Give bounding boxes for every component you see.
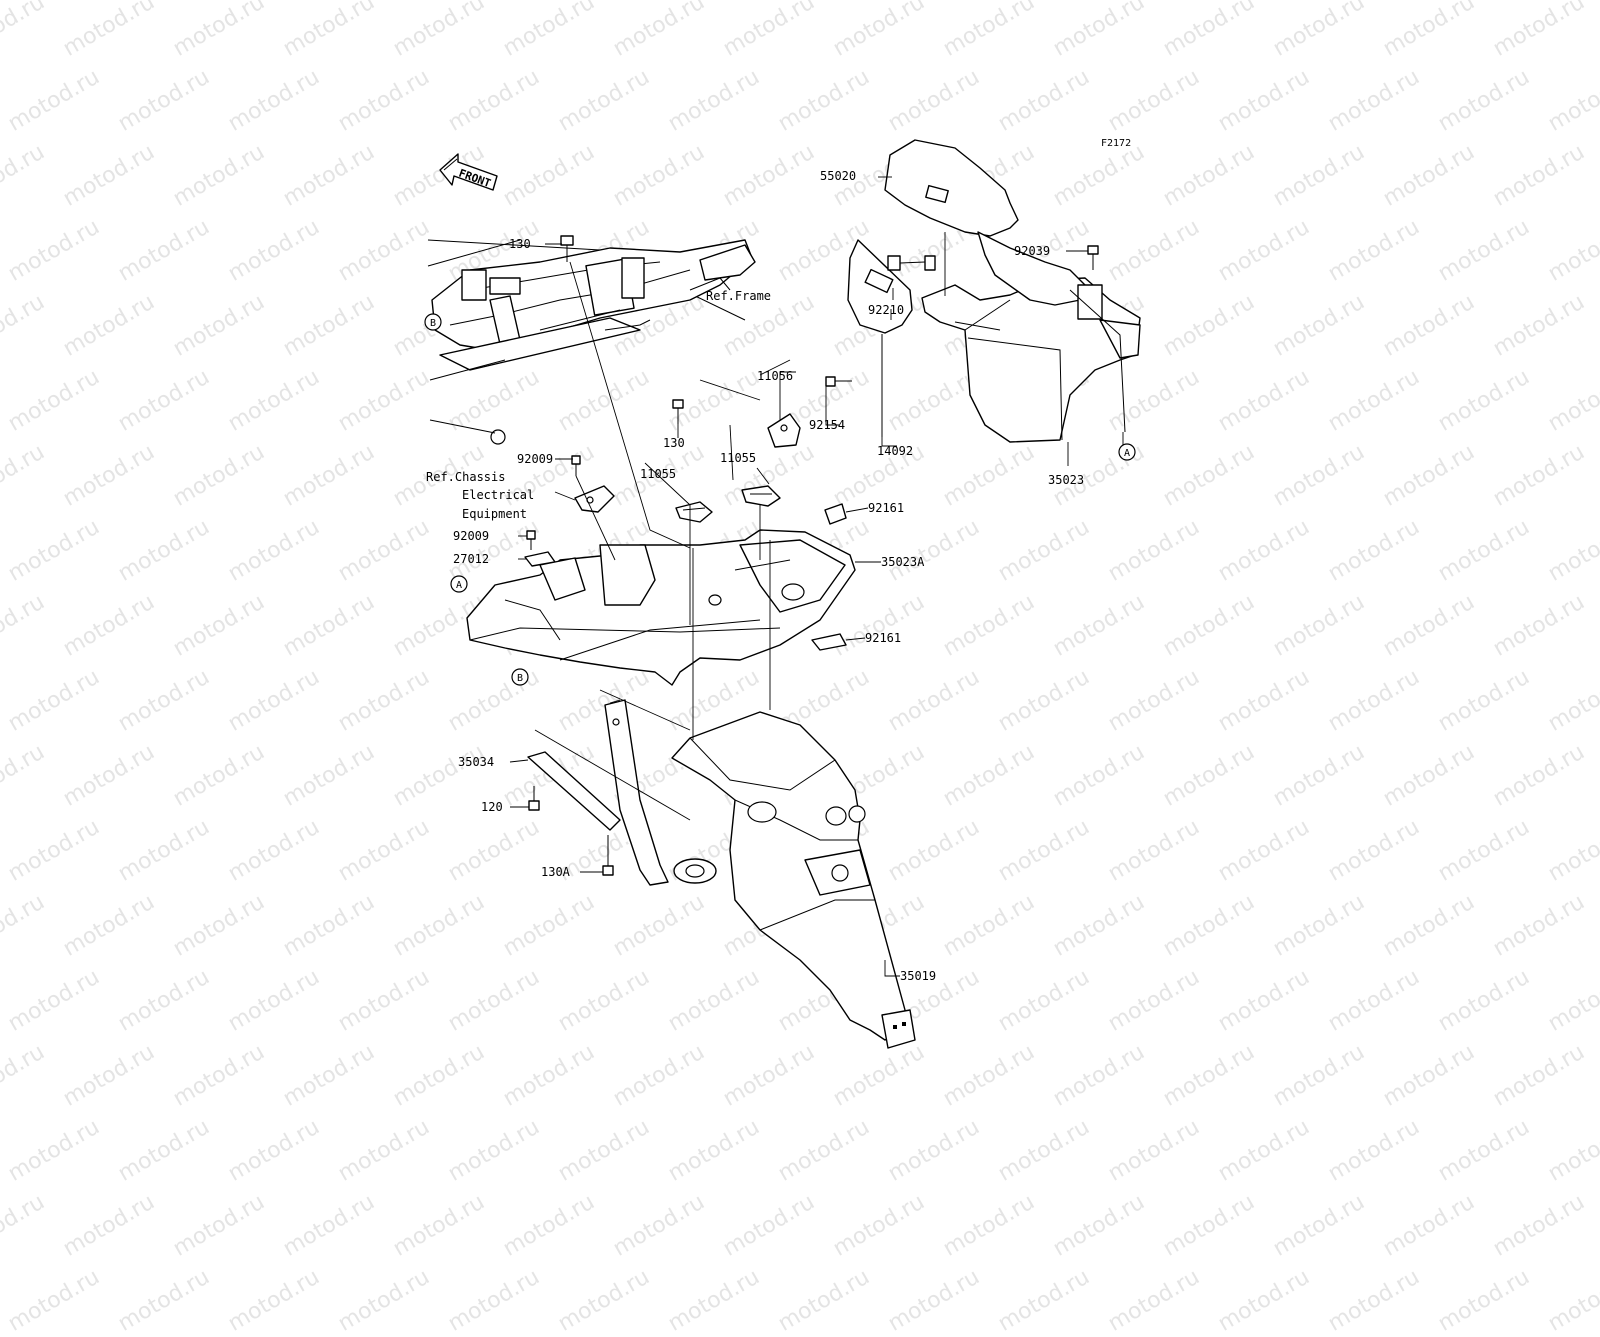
watermark-text: motod.ru <box>1269 1189 1370 1262</box>
label-14092: 14092 <box>877 444 913 458</box>
callout-b-bottom: B <box>511 668 529 686</box>
label-92154: 92154 <box>809 418 845 432</box>
watermark-text: motod.ru <box>4 1264 105 1337</box>
bolt-92039 <box>1087 245 1099 270</box>
stay-35034 <box>527 699 717 886</box>
watermark-text: motod.ru <box>1104 1264 1205 1337</box>
label-92210: 92210 <box>868 303 904 317</box>
screw-92009-lower <box>526 530 536 550</box>
callout-a-left: A <box>450 575 468 593</box>
label-130A: 130A <box>541 865 571 879</box>
watermark-text: motod.ru <box>1379 1189 1480 1262</box>
label-130-top: 130 <box>509 237 531 251</box>
watermark-text: motod.ru <box>334 1264 435 1337</box>
label-35034: 35034 <box>458 755 494 769</box>
leader-lines <box>509 176 1124 977</box>
label-35023A: 35023A <box>881 555 925 569</box>
battery-case-35023 <box>921 231 1141 443</box>
bolt-130A <box>602 835 614 876</box>
watermark-text: motod.ru <box>719 1189 820 1262</box>
label-11055-right: 11055 <box>720 451 756 465</box>
seat-pad-55020 <box>884 139 1019 237</box>
label-ref-chassis: Ref.Chassis <box>426 470 505 484</box>
watermark-text: motod.ru <box>884 1264 985 1337</box>
watermark-text: motod.ru <box>0 1189 50 1262</box>
pad-92161-lower <box>811 633 847 651</box>
watermark-text: motod.ru <box>609 1189 710 1262</box>
watermark-text: motod.ru <box>554 1264 655 1337</box>
watermark-text: motod.ru <box>499 1189 600 1262</box>
watermark-text: motod.ru <box>389 1189 490 1262</box>
license-plate-bracket-35019 <box>671 711 916 1049</box>
bolt-130-mid <box>672 399 684 424</box>
callout-a-right: A <box>1118 443 1136 461</box>
label-35019: 35019 <box>900 969 936 983</box>
watermark-text: motod.ru <box>279 1189 380 1262</box>
bolt-120 <box>528 786 540 811</box>
watermark-text: motod.ru <box>829 1189 930 1262</box>
label-11055-left: 11055 <box>640 467 676 481</box>
watermark-text: motod.ru <box>1489 1189 1590 1262</box>
cover-14092 <box>847 239 913 437</box>
rear-fender-35023A <box>466 529 856 686</box>
clamp-92009 <box>574 485 615 513</box>
label-92039: 92039 <box>1014 244 1050 258</box>
watermark-text: motod.ru <box>664 1264 765 1337</box>
watermark-text: motod.ru <box>224 1264 325 1337</box>
svg-text:B: B <box>430 318 436 329</box>
screw-92009-upper <box>571 455 581 476</box>
watermark-text: motod.ru <box>114 1264 215 1337</box>
svg-text:A: A <box>456 580 462 591</box>
clamp-11055-left <box>675 501 713 523</box>
label-equipment: Equipment <box>462 507 527 521</box>
bolt-130-upper <box>560 235 574 262</box>
label-120: 120 <box>481 800 503 814</box>
callout-b-top: B <box>424 313 442 331</box>
collar-92210 <box>887 255 936 300</box>
watermark-text: motod.ru <box>59 1189 160 1262</box>
pad-92161-upper <box>824 503 847 525</box>
label-27012: 27012 <box>453 552 489 566</box>
exploded-view: FRONT F2172 <box>424 138 1141 1049</box>
label-92009-upper: 92009 <box>517 452 553 466</box>
label-92161-upper: 92161 <box>868 501 904 515</box>
label-92161-lower: 92161 <box>865 631 901 645</box>
label-11056: 11056 <box>757 369 793 383</box>
watermark-text: motod.ru <box>1049 1189 1150 1262</box>
svg-text:B: B <box>517 673 523 684</box>
watermark-text: motod.ru <box>774 1264 875 1337</box>
front-arrow-icon: FRONT <box>439 153 498 191</box>
watermark-text: motod.ru <box>169 1189 270 1262</box>
label-35023: 35023 <box>1048 473 1084 487</box>
clamp-11055-right <box>741 485 781 507</box>
watermark-text: motod.ru <box>1214 1264 1315 1337</box>
bracket-11056 <box>767 413 801 448</box>
figure-code: F2172 <box>1101 138 1131 149</box>
label-55020: 55020 <box>820 169 856 183</box>
label-130-mid: 130 <box>663 436 685 450</box>
rear-frame-assembly <box>427 239 756 445</box>
watermark-text: motod.ru <box>1324 1264 1425 1337</box>
watermark-text: motod.ru <box>1159 1189 1260 1262</box>
watermark-text: motod.ru <box>939 1189 1040 1262</box>
svg-text:A: A <box>1124 448 1130 459</box>
watermark-text: motod.ru <box>1544 1264 1600 1337</box>
watermark-text: motod.ru <box>994 1264 1095 1337</box>
label-92009-lower: 92009 <box>453 529 489 543</box>
screw-92154 <box>825 376 852 387</box>
label-electrical: Electrical <box>462 488 534 502</box>
label-ref-frame: Ref.Frame <box>706 289 771 303</box>
watermark-text: motod.ru <box>444 1264 545 1337</box>
watermark-text: motod.ru <box>1434 1264 1535 1337</box>
